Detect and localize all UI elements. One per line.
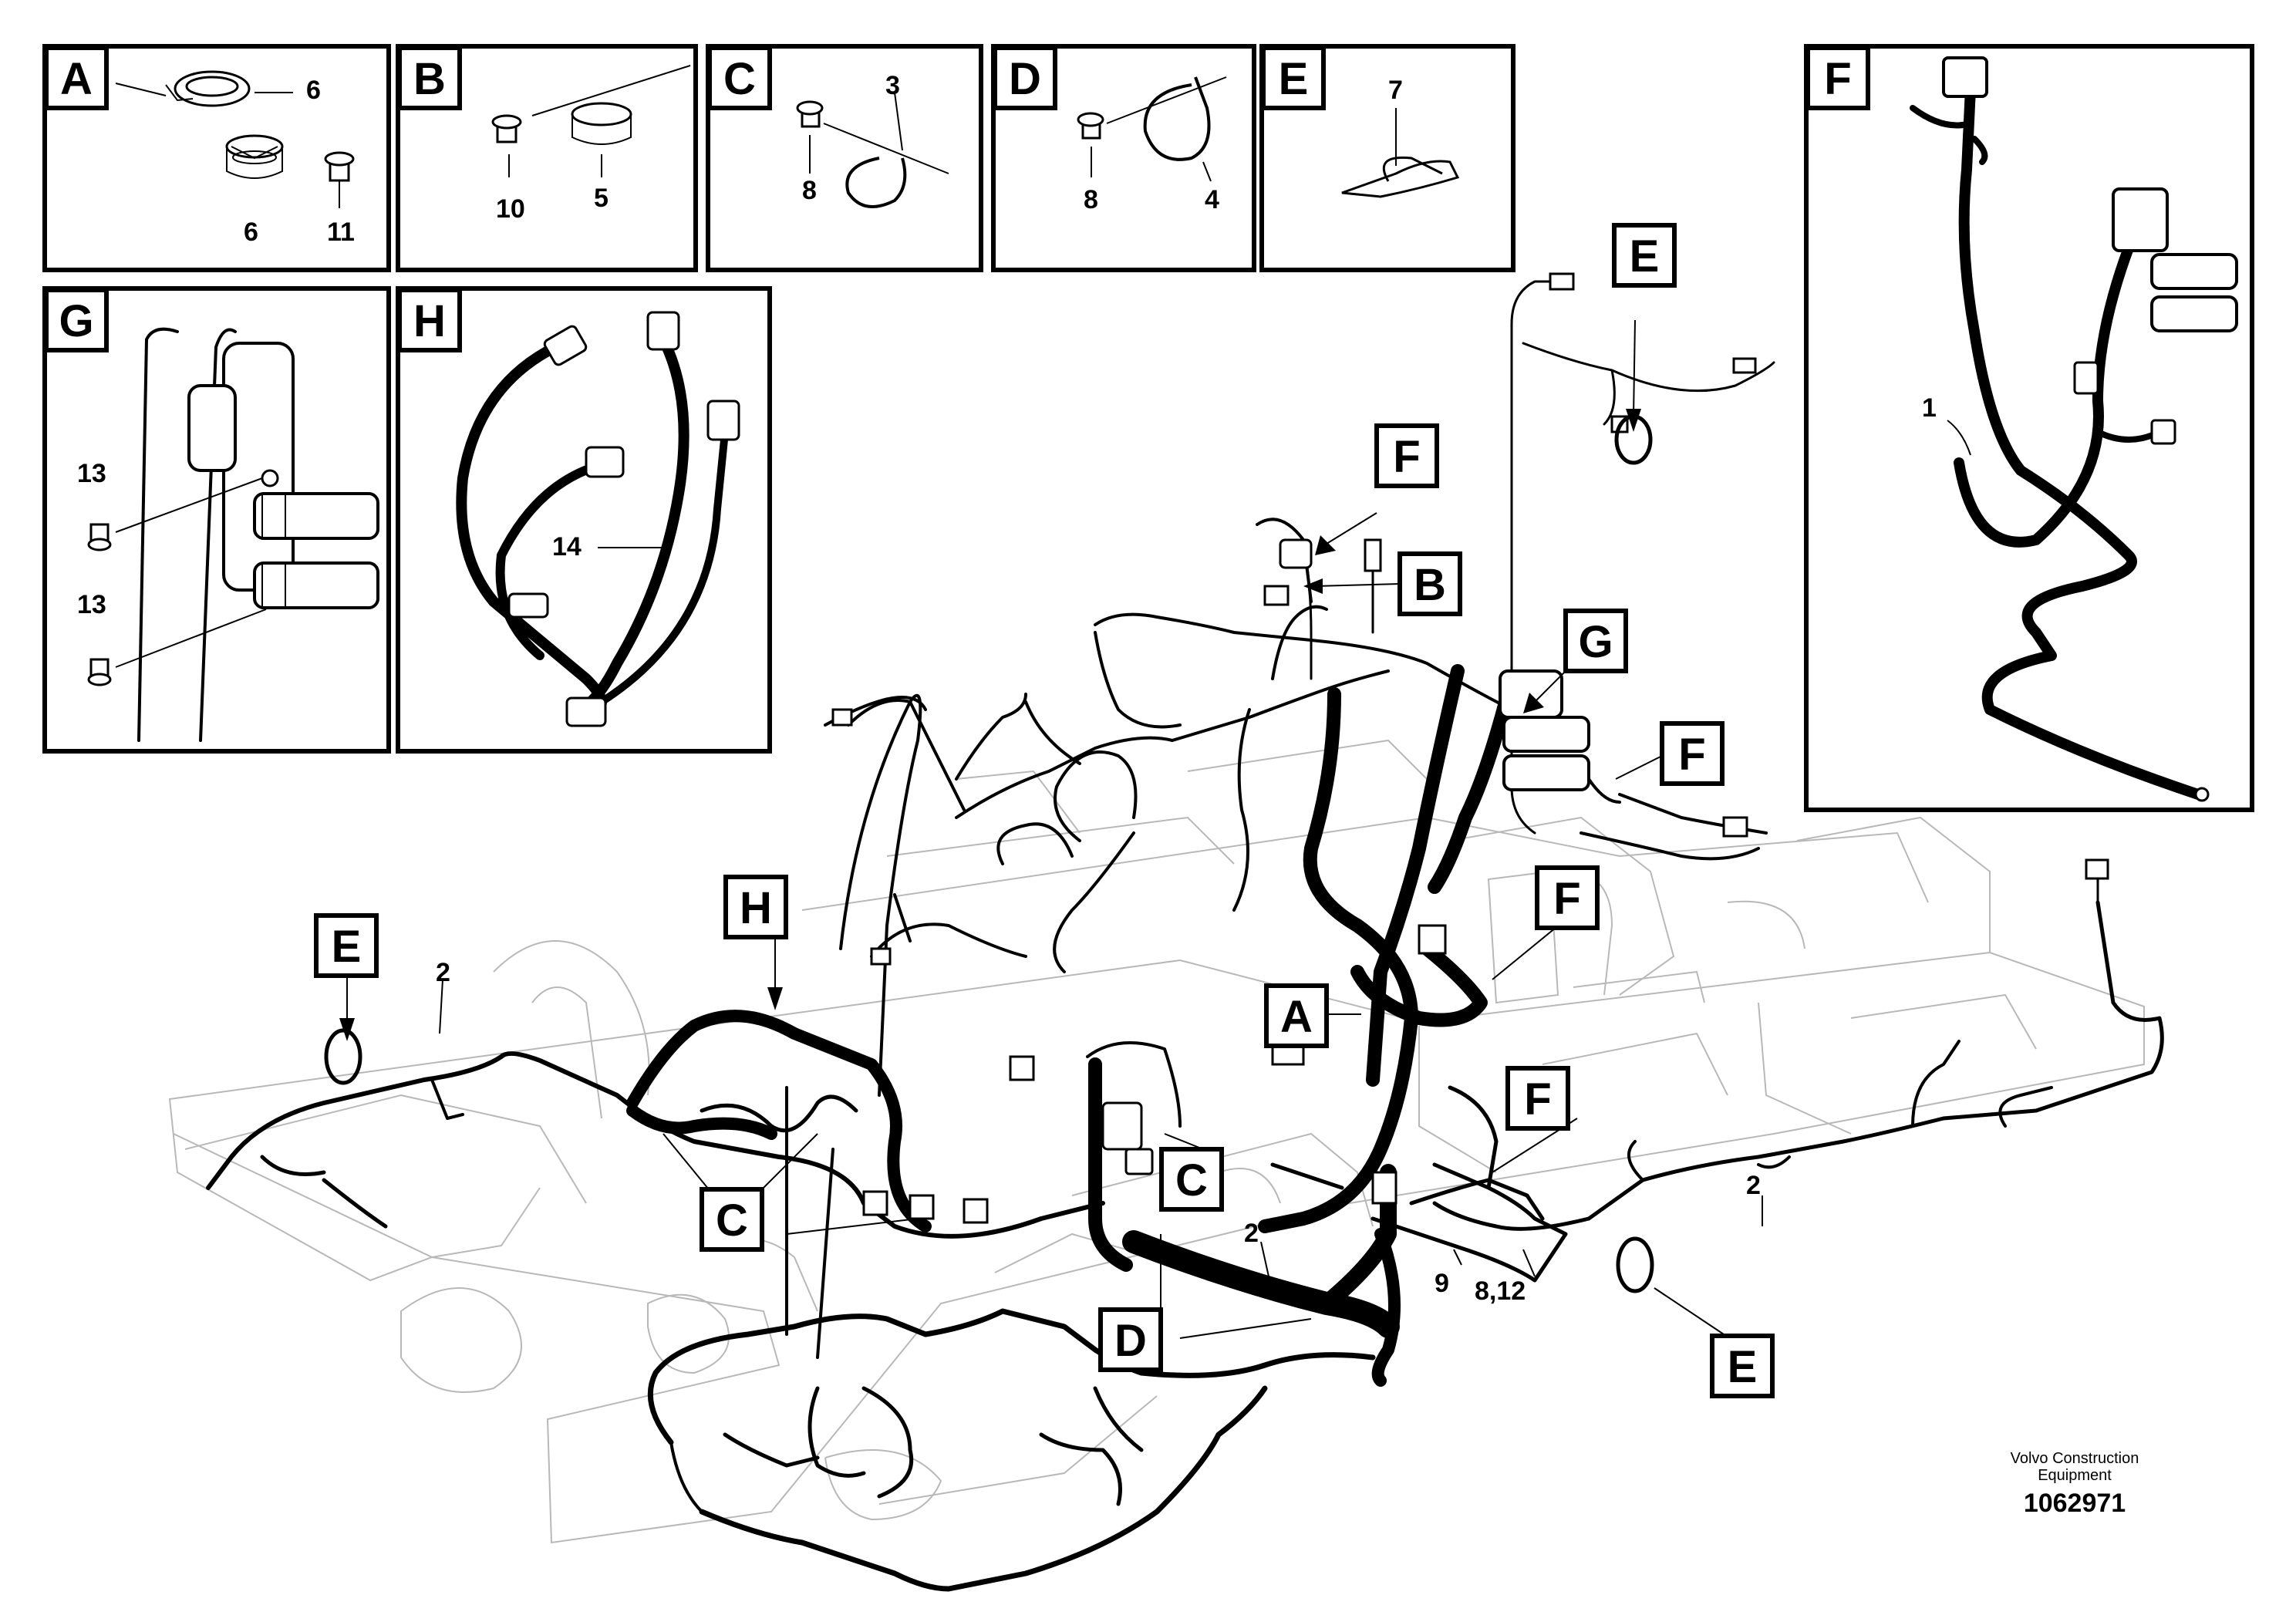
company-caption: Volvo Construction Equipment	[1974, 1450, 2175, 1484]
item-number: 11	[327, 218, 355, 247]
item-number: 13	[77, 459, 106, 488]
valve-block-closeup	[87, 327, 379, 742]
harness-closeup	[1910, 56, 2238, 802]
item-number: 2	[436, 958, 450, 987]
main-harness	[206, 272, 2164, 1592]
cable-tie-part	[1341, 108, 1460, 198]
detail-panel-f: F 1	[1804, 44, 2254, 812]
callout-tag: E	[314, 913, 379, 978]
company-line: Equipment	[2038, 1467, 2112, 1484]
panel-letter: G	[59, 296, 93, 346]
machine-frame	[168, 739, 2145, 1544]
item-number: 6	[244, 218, 258, 247]
item-number: 2	[1244, 1219, 1259, 1248]
item-number: 10	[496, 194, 525, 224]
svg-text:C: C	[1175, 1155, 1208, 1206]
item-number: 1	[1922, 393, 1937, 423]
detail-panel-c: C 3 8	[706, 44, 983, 272]
callout-tag: E	[1612, 223, 1677, 288]
item-number: 3	[885, 71, 900, 100]
callout-tag: F	[1505, 1066, 1570, 1131]
grommet-bolt-part	[491, 65, 691, 177]
svg-text:F: F	[1524, 1074, 1551, 1125]
detail-panel-d: D 8 4	[991, 44, 1256, 272]
panel-letter: H	[413, 296, 446, 346]
item-number: 14	[552, 532, 582, 561]
clamp-part	[796, 92, 949, 208]
svg-text:F: F	[1553, 874, 1580, 924]
callout-tag: B	[1397, 551, 1462, 616]
svg-text:C: C	[716, 1195, 748, 1246]
svg-text:B: B	[1414, 560, 1446, 610]
callout-tag: G	[1563, 609, 1628, 673]
svg-text:E: E	[1630, 231, 1660, 282]
svg-text:F: F	[1678, 730, 1705, 780]
item-number: 6	[306, 76, 321, 105]
svg-text:F: F	[1393, 432, 1420, 482]
detail-panel-h: H 14	[396, 286, 772, 754]
item-number: 4	[1205, 185, 1219, 214]
harness-closeup	[456, 311, 740, 727]
item-number: 8	[1084, 185, 1098, 214]
item-number: 8,12	[1475, 1276, 1526, 1306]
panel-letter: E	[1279, 54, 1309, 104]
callout-tag: E	[1710, 1334, 1775, 1398]
svg-text:E: E	[1728, 1342, 1758, 1392]
company-line: Volvo Construction	[2010, 1450, 2139, 1467]
item-number: 8	[802, 176, 817, 205]
panel-letter: C	[723, 54, 756, 104]
callout-tag: C	[1159, 1147, 1224, 1212]
callout-tag: C	[700, 1187, 764, 1252]
panel-letter: F	[1824, 54, 1851, 104]
callout-tag: F	[1535, 865, 1600, 930]
callout-tag: D	[1098, 1307, 1163, 1372]
callout-tag: F	[1660, 721, 1725, 786]
callout-tag: H	[723, 875, 788, 939]
panel-letter: A	[60, 54, 93, 104]
svg-text:E: E	[332, 922, 362, 972]
item-number: 13	[77, 590, 106, 619]
svg-text:A: A	[1280, 992, 1313, 1042]
item-number: 2	[1746, 1171, 1761, 1200]
panel-letter: D	[1009, 54, 1041, 104]
svg-text:D: D	[1114, 1316, 1147, 1366]
detail-panel-g: G 13 13	[42, 286, 391, 754]
detail-panel-e: E 7	[1259, 44, 1515, 272]
callout-tag: F	[1374, 423, 1439, 488]
part-number: 1062971	[2023, 1489, 2126, 1518]
item-number: 7	[1388, 76, 1403, 105]
detail-panel-b: B 10 5	[396, 44, 698, 272]
panel-letter: B	[413, 54, 446, 104]
svg-text:H: H	[740, 883, 772, 933]
detail-panel-a: A 6 6 11	[42, 44, 391, 272]
item-number: 5	[594, 184, 609, 213]
svg-text:G: G	[1578, 617, 1613, 667]
clamp-part	[1077, 76, 1227, 182]
callout-tag: A	[1264, 983, 1329, 1048]
grommet-part	[115, 70, 355, 208]
item-number: 9	[1435, 1269, 1449, 1298]
